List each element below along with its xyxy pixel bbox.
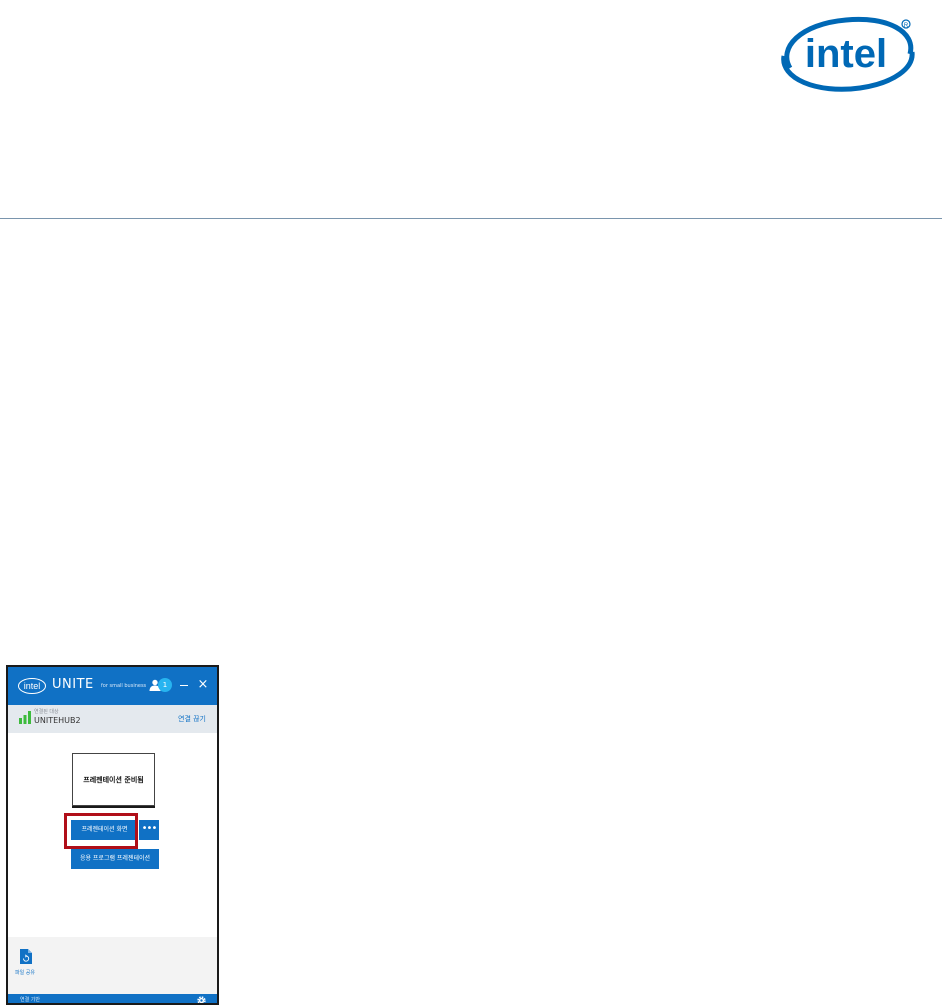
intel-logo: intel R xyxy=(781,16,915,92)
signal-icon xyxy=(19,711,31,724)
more-options-button[interactable]: ••• xyxy=(139,820,159,840)
intel-logo-text: intel xyxy=(805,32,887,76)
connection-bar xyxy=(8,705,217,733)
app-tagline: for small business xyxy=(101,683,147,689)
file-share-area xyxy=(8,937,217,994)
gear-icon[interactable] xyxy=(196,995,207,1005)
file-share-label[interactable]: 파일 공유 xyxy=(15,970,35,976)
header-divider xyxy=(0,218,942,219)
user-icon[interactable] xyxy=(149,679,161,691)
present-screen-button[interactable]: 프레젠테이션 화면 xyxy=(71,820,138,840)
status-text: 연결 기반 xyxy=(20,997,40,1003)
app-titlebar xyxy=(8,667,217,705)
svg-text:intel: intel xyxy=(24,681,41,691)
presentation-preview: 프레젠테이션 준비됨 xyxy=(72,753,155,806)
hub-name: UNITEHUB2 xyxy=(34,716,81,725)
preview-status-text: 프레젠테이션 준비됨 xyxy=(83,776,144,784)
file-share-icon[interactable] xyxy=(20,949,32,964)
present-application-button[interactable]: 응용 프로그램 프레젠테이션 xyxy=(71,849,159,869)
unite-app-window: intel UNITE for small business 1 × 연결된 대… xyxy=(6,665,219,1005)
highlight-annotation xyxy=(64,813,138,849)
user-count-badge[interactable]: 1 xyxy=(158,678,172,692)
status-bar xyxy=(8,994,217,1003)
connection-label: 연결된 대상 xyxy=(34,709,59,715)
minimize-icon[interactable] xyxy=(180,685,188,686)
app-intel-logo: intel xyxy=(18,678,46,694)
app-name: UNITE xyxy=(52,677,94,692)
disconnect-link[interactable]: 연결 끊기 xyxy=(178,715,206,723)
close-icon[interactable]: × xyxy=(197,677,209,692)
svg-text:R: R xyxy=(904,23,909,29)
